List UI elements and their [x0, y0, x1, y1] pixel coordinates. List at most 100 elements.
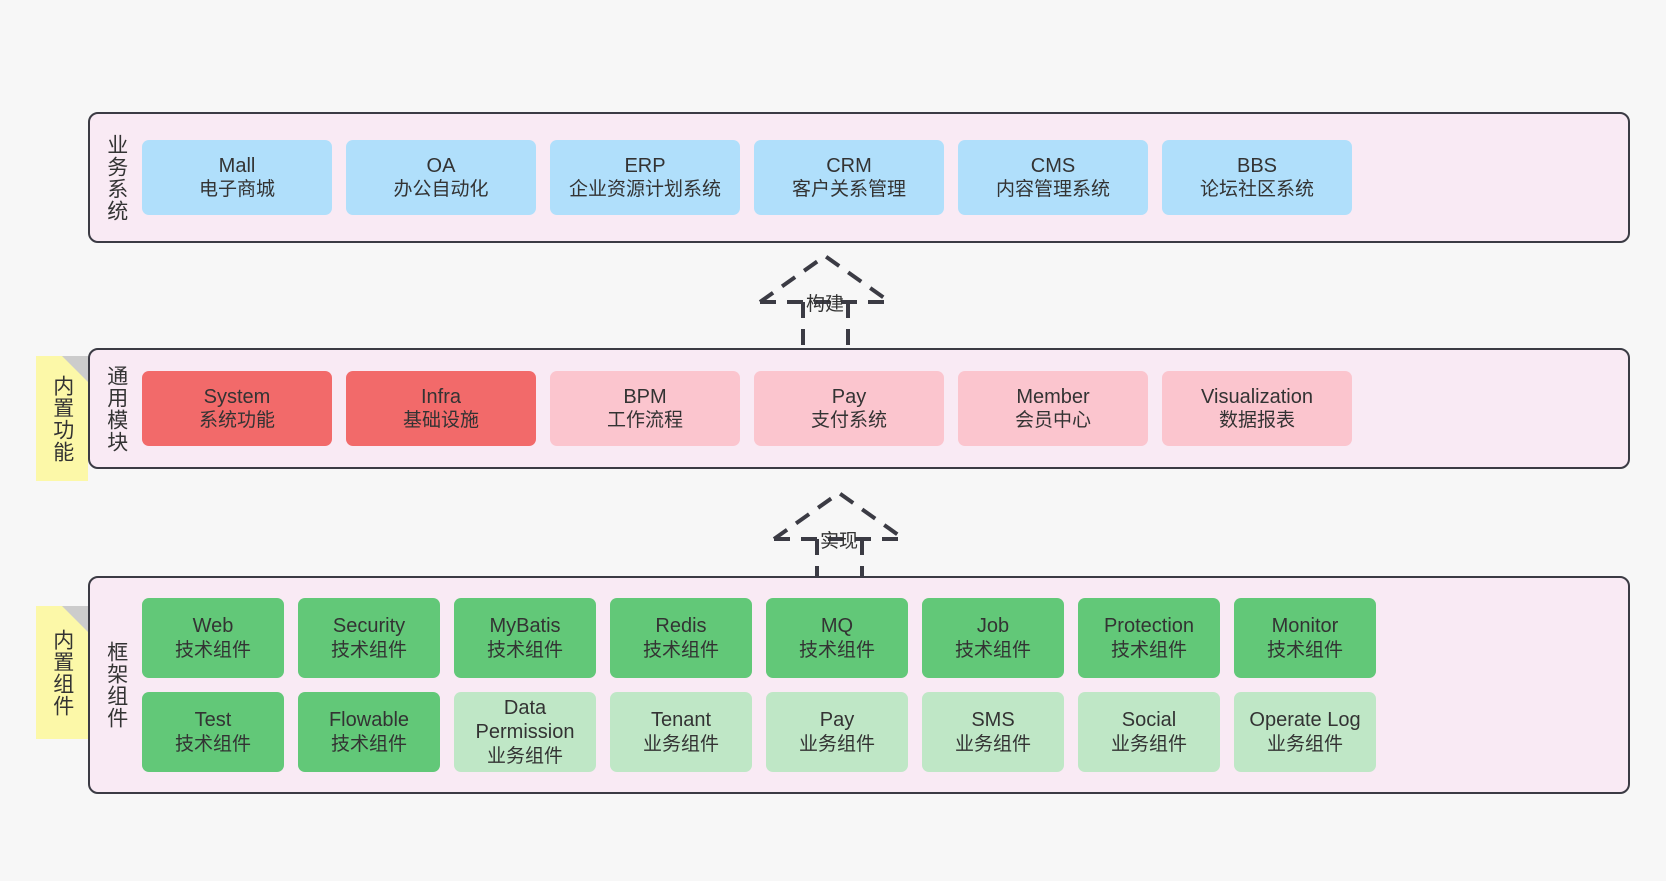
node-erp[interactable]: ERP 企业资源计划系统 — [550, 140, 740, 215]
connector-implement: 实现 — [762, 487, 932, 587]
connector-build: 构建 — [748, 250, 918, 350]
node-test[interactable]: Test 技术组件 — [142, 692, 284, 772]
connector-label-implement: 实现 — [820, 531, 859, 552]
node-protection[interactable]: Protection 技术组件 — [1078, 598, 1220, 678]
node-title: Social — [1121, 709, 1177, 732]
node-row: Mall 电子商城 OA 办公自动化 ERP 企业资源计划系统 CRM 客户关系… — [142, 140, 1614, 215]
node-subtitle: 技术组件 — [954, 639, 1031, 661]
node-title: Infra — [420, 385, 462, 408]
node-data-permission[interactable]: Data Permission 业务组件 — [454, 692, 596, 772]
node-subtitle: 企业资源计划系统 — [568, 179, 721, 201]
node-cms[interactable]: CMS 内容管理系统 — [958, 140, 1148, 215]
layer-body-framework-component: Web 技术组件 Security 技术组件 MyBatis 技术组件 Redi… — [142, 578, 1628, 792]
node-subtitle: 内容管理系统 — [995, 179, 1110, 201]
node-social[interactable]: Social 业务组件 — [1078, 692, 1220, 772]
node-title: System — [203, 385, 271, 408]
node-subtitle: 业务组件 — [486, 745, 563, 767]
connector-label-build: 构建 — [806, 294, 845, 315]
node-job[interactable]: Job 技术组件 — [922, 598, 1064, 678]
node-operate-log[interactable]: Operate Log 业务组件 — [1234, 692, 1376, 772]
node-subtitle: 数据报表 — [1218, 410, 1295, 432]
node-title: Data Permission — [475, 697, 575, 744]
node-title: Pay — [831, 385, 867, 408]
sticky-note-builtin-component: 内置组件 — [36, 606, 88, 739]
node-subtitle: 技术组件 — [642, 639, 719, 661]
node-infra[interactable]: Infra 基础设施 — [346, 371, 536, 446]
node-subtitle: 论坛社区系统 — [1199, 179, 1314, 201]
node-crm[interactable]: CRM 客户关系管理 — [754, 140, 944, 215]
node-subtitle: 技术组件 — [330, 733, 407, 755]
node-row: System 系统功能 Infra 基础设施 BPM 工作流程 Pay 支付系统… — [142, 371, 1614, 446]
node-visualization[interactable]: Visualization 数据报表 — [1162, 371, 1352, 446]
node-subtitle: 技术组件 — [798, 639, 875, 661]
node-subtitle: 业务组件 — [642, 733, 719, 755]
sticky-note-builtin-function: 内置功能 — [36, 356, 88, 481]
node-mq[interactable]: MQ 技术组件 — [766, 598, 908, 678]
node-title: MyBatis — [489, 615, 561, 638]
node-title: Protection — [1103, 615, 1195, 638]
node-subtitle: 会员中心 — [1014, 410, 1091, 432]
node-row: Test 技术组件 Flowable 技术组件 Data Permission … — [142, 692, 1614, 772]
node-redis[interactable]: Redis 技术组件 — [610, 598, 752, 678]
node-oa[interactable]: OA 办公自动化 — [346, 140, 536, 215]
node-pay[interactable]: Pay 支付系统 — [754, 371, 944, 446]
node-title: Web — [192, 615, 234, 638]
node-subtitle: 技术组件 — [174, 733, 251, 755]
node-title: Pay — [819, 709, 855, 732]
node-subtitle: 业务组件 — [954, 733, 1031, 755]
node-title: Security — [332, 615, 406, 638]
node-subtitle: 技术组件 — [330, 639, 407, 661]
node-title: Visualization — [1201, 385, 1313, 408]
node-subtitle: 基础设施 — [402, 410, 479, 432]
node-tenant[interactable]: Tenant 业务组件 — [610, 692, 752, 772]
node-subtitle: 支付系统 — [810, 410, 887, 432]
node-subtitle: 技术组件 — [1266, 639, 1343, 661]
node-subtitle: 客户关系管理 — [791, 179, 906, 201]
node-monitor[interactable]: Monitor 技术组件 — [1234, 598, 1376, 678]
node-web[interactable]: Web 技术组件 — [142, 598, 284, 678]
layer-label-framework-component: 框架组件 — [104, 641, 128, 729]
node-pay-business[interactable]: Pay 业务组件 — [766, 692, 908, 772]
dashed-generalization-arrow-icon — [758, 253, 892, 350]
node-title: Test — [194, 709, 232, 732]
node-title: Flowable — [328, 709, 410, 732]
node-title: OA — [426, 154, 456, 177]
node-title: BBS — [1236, 154, 1278, 177]
sticky-note-label: 内置组件 — [50, 628, 74, 717]
node-flowable[interactable]: Flowable 技术组件 — [298, 692, 440, 772]
node-title: Operate Log — [1249, 709, 1361, 732]
node-subtitle: 业务组件 — [1266, 733, 1343, 755]
node-title: Member — [1016, 385, 1090, 408]
node-title: CRM — [826, 154, 872, 177]
node-subtitle: 办公自动化 — [393, 179, 489, 201]
node-bbs[interactable]: BBS 论坛社区系统 — [1162, 140, 1352, 215]
node-subtitle: 技术组件 — [486, 639, 563, 661]
node-title: Redis — [655, 615, 707, 638]
node-row: Web 技术组件 Security 技术组件 MyBatis 技术组件 Redi… — [142, 598, 1614, 678]
node-mybatis[interactable]: MyBatis 技术组件 — [454, 598, 596, 678]
layer-framework-component: 框架组件 Web 技术组件 Security 技术组件 MyBatis 技术组件… — [88, 576, 1630, 794]
layer-label-business-system: 业务系统 — [104, 133, 128, 222]
node-title: Monitor — [1271, 615, 1339, 638]
node-member[interactable]: Member 会员中心 — [958, 371, 1148, 446]
page-fold-icon — [62, 606, 88, 632]
layer-body-business-system: Mall 电子商城 OA 办公自动化 ERP 企业资源计划系统 CRM 客户关系… — [142, 114, 1628, 241]
dashed-generalization-arrow-icon — [772, 490, 906, 587]
node-title: Tenant — [650, 709, 712, 732]
node-title: SMS — [971, 709, 1015, 732]
node-system[interactable]: System 系统功能 — [142, 371, 332, 446]
node-title: BPM — [623, 385, 667, 408]
node-sms[interactable]: SMS 业务组件 — [922, 692, 1064, 772]
node-mall[interactable]: Mall 电子商城 — [142, 140, 332, 215]
node-security[interactable]: Security 技术组件 — [298, 598, 440, 678]
layer-label-common-module: 通用模块 — [104, 364, 128, 453]
layer-body-common-module: System 系统功能 Infra 基础设施 BPM 工作流程 Pay 支付系统… — [142, 350, 1628, 467]
node-subtitle: 技术组件 — [174, 639, 251, 661]
node-title: Mall — [218, 154, 256, 177]
node-subtitle: 技术组件 — [1110, 639, 1187, 661]
node-subtitle: 系统功能 — [198, 410, 275, 432]
node-subtitle: 业务组件 — [798, 733, 875, 755]
sticky-note-label: 内置功能 — [50, 374, 74, 463]
node-bpm[interactable]: BPM 工作流程 — [550, 371, 740, 446]
